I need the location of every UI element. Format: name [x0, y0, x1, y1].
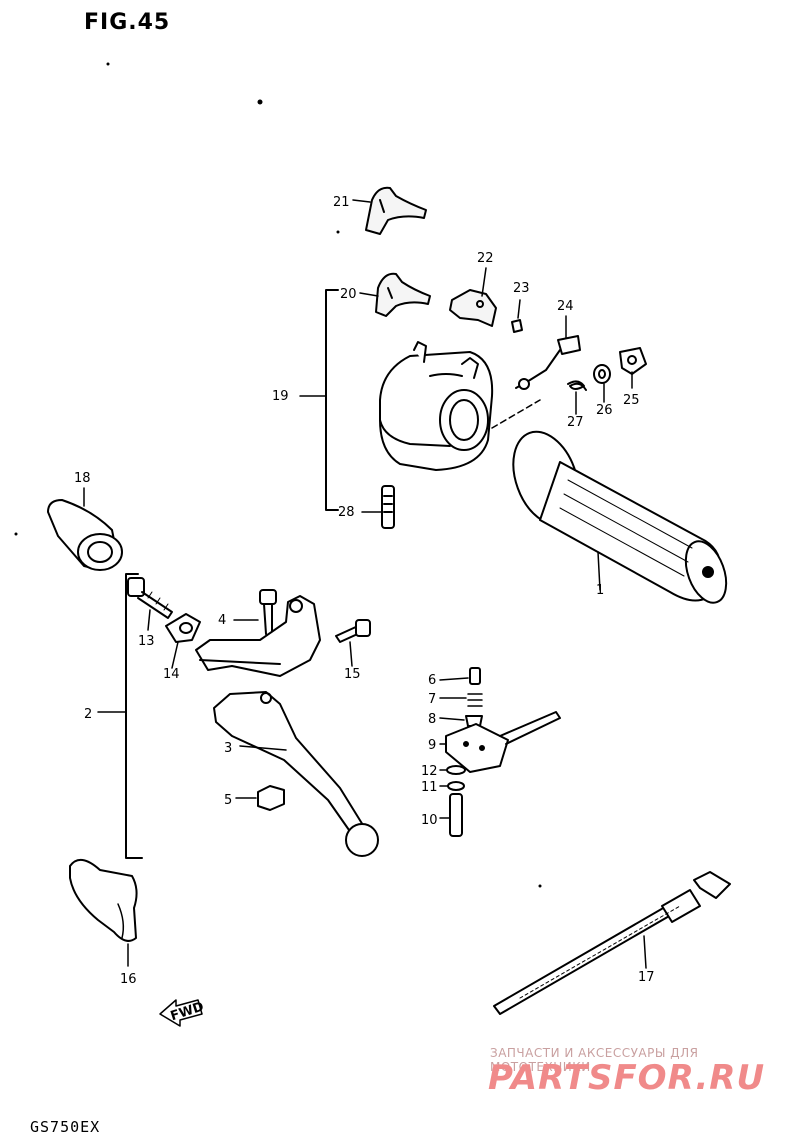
part-9-switch-body [445, 711, 561, 773]
callout-2: 2 [84, 707, 92, 722]
callout-5: 5 [224, 793, 232, 808]
callout-7: 7 [428, 692, 436, 707]
part-3-lever [213, 691, 379, 857]
callout-16: 16 [120, 972, 137, 987]
part-22-knob [449, 289, 497, 327]
callout-9: 9 [428, 738, 436, 753]
scan-dots [14, 62, 542, 888]
clutch-lever-bracket [195, 595, 321, 677]
callout-27: 27 [567, 415, 584, 430]
callout-17: 17 [638, 970, 655, 985]
callout-15: 15 [344, 667, 361, 682]
part-6-plunger [469, 667, 481, 685]
part-10-screw [449, 793, 463, 837]
part-20-cover [375, 272, 431, 317]
part-5-nut [257, 785, 285, 811]
callout-20: 20 [340, 287, 357, 302]
part-19-switch-housing [379, 341, 494, 471]
callout-10: 10 [421, 813, 438, 828]
part-14-collar [165, 613, 201, 643]
part-21-cover [365, 186, 427, 235]
part-18-boot [47, 499, 123, 571]
part-17-cable-tie [493, 871, 731, 1015]
callout-4: 4 [218, 613, 226, 628]
part-23-screw [511, 319, 523, 333]
part-27-spring [567, 380, 587, 391]
part-25-nut [619, 347, 647, 375]
part-7-spring [467, 693, 483, 707]
callout-21: 21 [333, 195, 350, 210]
figure-title: FIG.45 [84, 10, 171, 35]
leader-lines [83, 199, 647, 969]
watermark-tagline: ЗАПЧАСТИ И АКСЕССУАРЫ ДЛЯ МОТОТЕХНИКИ [490, 1046, 699, 1074]
callout-12: 12 [421, 764, 438, 779]
part-12-washer [446, 765, 466, 775]
callout-25: 25 [623, 393, 640, 408]
callout-13: 13 [138, 634, 155, 649]
part-13-bolt [127, 577, 173, 619]
part-28-bolt [381, 485, 395, 529]
callout-14: 14 [163, 667, 180, 682]
part-4-screw [259, 589, 277, 635]
callout-23: 23 [513, 281, 530, 296]
part-11-washer [447, 781, 465, 791]
part-1-grip [512, 430, 728, 604]
bracket-2 [125, 573, 143, 859]
callout-6: 6 [428, 673, 436, 688]
callout-3: 3 [224, 741, 232, 756]
part-15-bolt [335, 619, 371, 643]
part-16-cover [69, 859, 138, 942]
part-26-washer [593, 364, 611, 384]
callout-26: 26 [596, 403, 613, 418]
bracket-19 [325, 289, 339, 511]
watermark-logo: PARTSFOR.RU [488, 1058, 766, 1098]
callout-11: 11 [421, 780, 438, 795]
callout-24: 24 [557, 299, 574, 314]
model-label: GS750EX [30, 1118, 101, 1136]
callout-22: 22 [477, 251, 494, 266]
callout-8: 8 [428, 712, 436, 727]
part-24-cable-end [491, 335, 581, 429]
callout-28: 28 [338, 505, 355, 520]
callout-19: 19 [272, 389, 289, 404]
callout-1: 1 [596, 583, 604, 598]
callout-18: 18 [74, 471, 91, 486]
fwd-arrow [159, 999, 203, 1027]
